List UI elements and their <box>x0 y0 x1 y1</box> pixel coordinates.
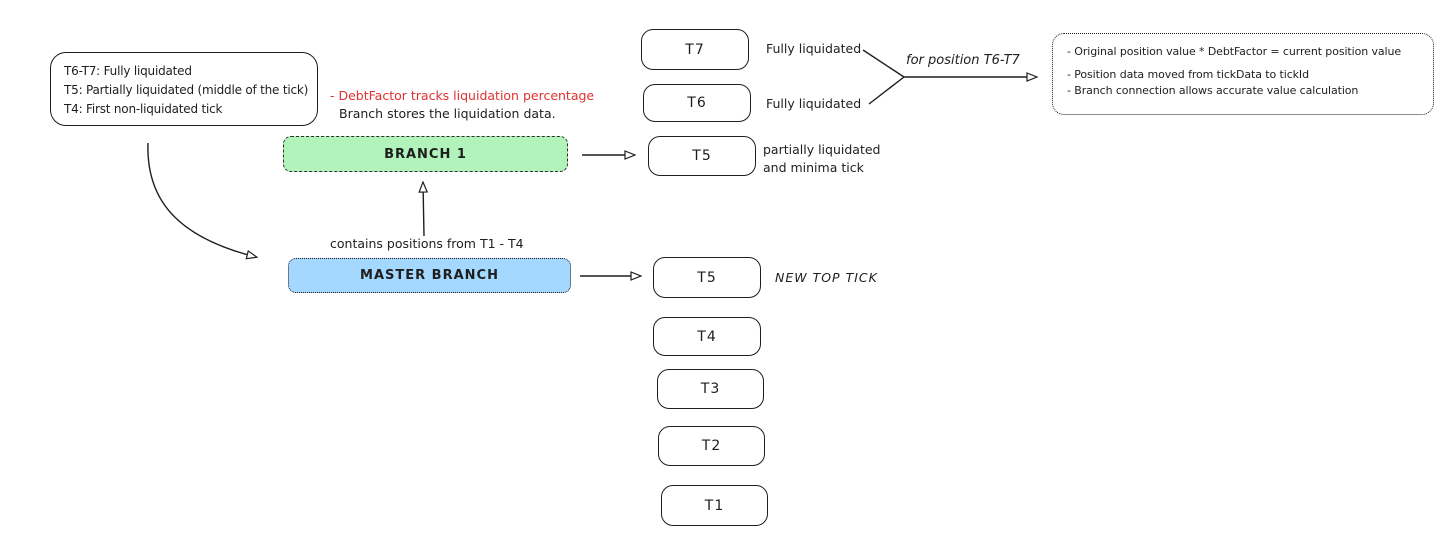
info-line-branch-connection: - Branch connection allows accurate valu… <box>1067 84 1359 97</box>
legend-line-t6-t7: T6-T7: Fully liquidated <box>64 64 192 78</box>
legend-line-t4: T4: First non-liquidated tick <box>64 102 223 116</box>
master-branch-box: MASTER BRANCH <box>288 258 571 293</box>
debtfactor-note: - DebtFactor tracks liquidation percenta… <box>330 88 595 103</box>
fork-line-from-t6 <box>868 76 905 105</box>
tick-box-t5-upper: T5 <box>648 136 756 176</box>
tick-box-t6: T6 <box>643 84 751 122</box>
tick-label-t7: T7 <box>685 41 705 58</box>
arrow-legend-to-master <box>147 142 256 257</box>
contains-positions-note: contains positions from T1 - T4 <box>330 236 524 251</box>
tick-box-t4: T4 <box>653 317 761 356</box>
tick-box-t5-lower: T5 <box>653 257 761 298</box>
tick-box-t2: T2 <box>658 426 765 466</box>
tick-label-t5-upper: T5 <box>692 148 712 164</box>
fork-line-from-t7 <box>862 49 905 78</box>
t5-annotation-line1: partially liquidated <box>763 142 881 157</box>
tick-label-t1: T1 <box>704 497 725 514</box>
new-top-tick-annotation: NEW TOP TICK <box>775 270 878 285</box>
tick-label-t6: T6 <box>687 95 707 111</box>
branch1-label: BRANCH 1 <box>384 146 467 162</box>
tick-box-t3: T3 <box>657 369 764 409</box>
branch-stores-note: Branch stores the liquidation data. <box>339 106 556 121</box>
tick-legend-box: T6-T7: Fully liquidated T5: Partially li… <box>50 52 318 126</box>
info-line-position-data: - Position data moved from tickData to t… <box>1067 68 1309 81</box>
tick-label-t4: T4 <box>697 328 717 345</box>
t7-annotation: Fully liquidated <box>766 41 862 56</box>
t6-annotation: Fully liquidated <box>766 96 862 111</box>
legend-line-t5: T5: Partially liquidated (middle of the … <box>64 83 309 97</box>
tick-label-t2: T2 <box>701 438 722 454</box>
arrow-master-to-branch1 <box>423 183 424 237</box>
t5-annotation-line2: and minima tick <box>763 160 864 175</box>
info-box: - Original position value * DebtFactor =… <box>1052 33 1434 115</box>
tick-label-t5-lower: T5 <box>697 269 717 286</box>
info-line-original-value: - Original position value * DebtFactor =… <box>1067 45 1402 58</box>
tick-box-t7: T7 <box>641 29 749 70</box>
for-position-label: for position T6-T7 <box>906 53 1020 68</box>
tick-label-t3: T3 <box>700 381 721 397</box>
tick-box-t1: T1 <box>661 485 768 526</box>
master-branch-label: MASTER BRANCH <box>360 268 499 283</box>
branch1-box: BRANCH 1 <box>283 136 568 172</box>
